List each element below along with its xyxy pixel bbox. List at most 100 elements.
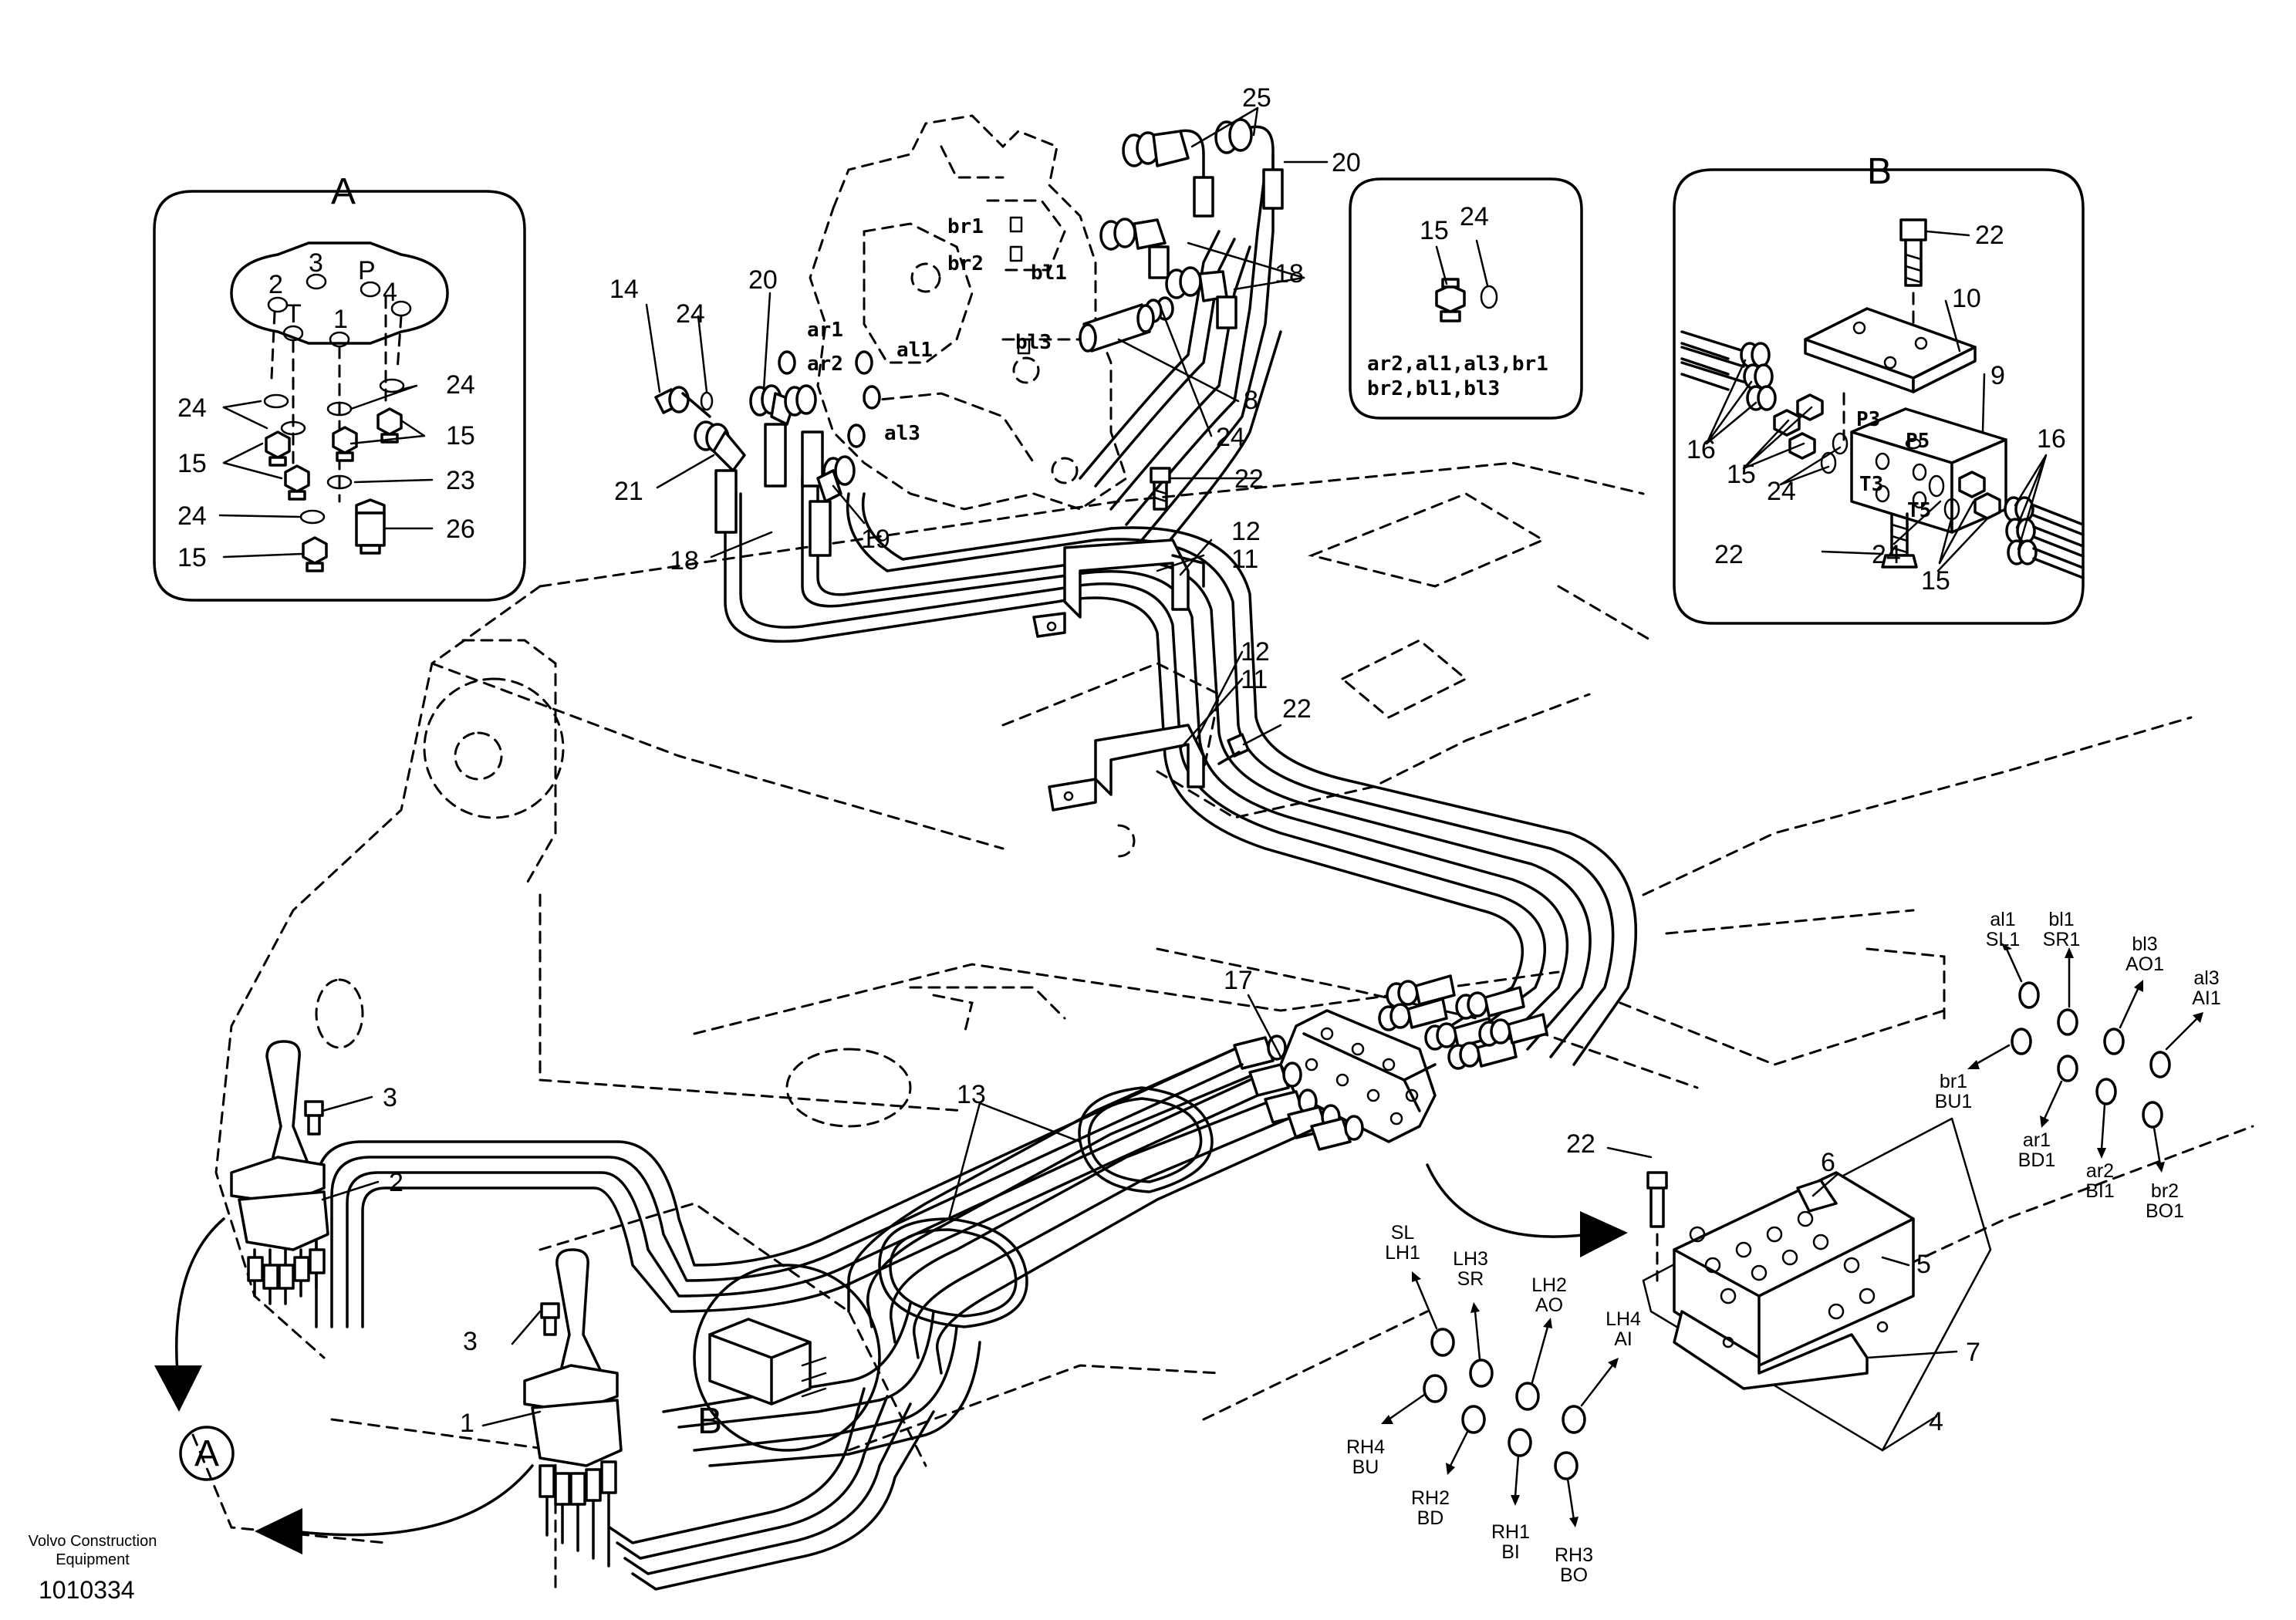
detail-a-callout-24-bottom: 24 xyxy=(177,501,207,531)
callout-6: 6 xyxy=(1821,1148,1835,1177)
detail-b-circle xyxy=(693,1264,881,1452)
callout-22-valve-block: 22 xyxy=(1566,1129,1595,1159)
detail-b-callout-15-left: 15 xyxy=(1727,460,1756,489)
code-ao: AO xyxy=(1535,1294,1563,1316)
detail-a-port-4: 4 xyxy=(383,278,397,307)
detail-a-port-3: 3 xyxy=(309,248,323,278)
view-marker-b-label: B xyxy=(697,1401,722,1442)
valve-left-fittings xyxy=(654,350,881,557)
joystick-right xyxy=(523,1248,623,1568)
valve-port-ar1: ar1 xyxy=(807,319,843,342)
code-ar1: ar1 xyxy=(2023,1129,2051,1151)
code-lh4: LH4 xyxy=(1606,1308,1641,1330)
code-bi1: BI1 xyxy=(2085,1180,2115,1202)
detail-a-fitting xyxy=(284,464,310,501)
main-callouts: 25 20 18 20 14 24 21 18 19 8 24 22 12 11… xyxy=(383,83,1980,1438)
bolt-22-middle xyxy=(1217,733,1250,765)
callout-4: 4 xyxy=(1929,1407,1943,1436)
valve-port-al1: al1 xyxy=(896,339,933,362)
detail-b-port-p5: P5 xyxy=(1906,430,1930,453)
hose-band-13-right xyxy=(1078,1086,1214,1193)
code-lh1: LH1 xyxy=(1385,1242,1420,1264)
bottom-port-rings xyxy=(1381,1271,1619,1527)
code-br1: br1 xyxy=(1940,1071,1967,1092)
code-al3: al3 xyxy=(2193,967,2219,989)
callout-24-right: 24 xyxy=(1216,423,1245,452)
callout-22-upper: 22 xyxy=(1234,464,1264,494)
callout-11-lower: 11 xyxy=(1241,665,1268,694)
footer: Volvo Construction Equipment 1010334 xyxy=(29,1533,157,1604)
code-lh3: LH3 xyxy=(1453,1248,1488,1270)
detail-b-callout-16-right: 16 xyxy=(2037,424,2066,454)
callout-22-middle: 22 xyxy=(1282,694,1312,724)
detail-b-callout-9: 9 xyxy=(1990,361,2005,390)
code-ao1: AO1 xyxy=(2125,953,2164,975)
detail-a-callout-24-right: 24 xyxy=(446,370,475,400)
detail-a-port-1: 1 xyxy=(333,305,348,334)
arrow-to-detail-a-left xyxy=(154,1217,225,1412)
right-port-codes: al1 SL1 bl1 SR1 bl3 AO1 al3 AI1 br1 BU1 … xyxy=(1935,909,2221,1222)
hose-clamp-upper xyxy=(1032,538,1205,638)
detail-b-callout-22-top: 22 xyxy=(1975,221,2004,250)
bolt-22-valve-block xyxy=(1646,1171,1668,1282)
detail-b-callout-15-right: 15 xyxy=(1921,566,1950,596)
pilot-hose-bundle-lower xyxy=(315,1048,1313,1591)
detail-a-callout-15-right: 15 xyxy=(446,421,475,451)
callout-12-lower: 12 xyxy=(1241,637,1270,667)
bolt-22-upper xyxy=(1150,467,1171,511)
valve-port-br1: br1 xyxy=(947,215,984,238)
arrow-to-detail-a-bottom xyxy=(255,1464,534,1554)
code-br2: br2 xyxy=(2151,1180,2179,1202)
valve-top-fittings xyxy=(1079,118,1284,353)
detail-a-port-t: T xyxy=(285,299,302,329)
detail-b-callout-16-left: 16 xyxy=(1687,435,1716,464)
detail-b-title: B xyxy=(1867,151,1892,192)
callout-13: 13 xyxy=(957,1080,986,1109)
detail-a-box xyxy=(153,190,526,602)
detail-a-callout-24-left: 24 xyxy=(177,393,207,423)
detail-b-callout-10: 10 xyxy=(1952,284,1981,313)
code-bl3: bl3 xyxy=(2132,933,2157,955)
valve-port-bl1: bl1 xyxy=(1031,262,1067,285)
callout-1: 1 xyxy=(460,1409,474,1438)
view-marker-a-label: A xyxy=(194,1433,219,1474)
callout-18-top: 18 xyxy=(1275,259,1304,289)
detail-b-port-p3: P3 xyxy=(1856,408,1880,431)
code-rh1: RH1 xyxy=(1491,1521,1530,1543)
callout-18-left: 18 xyxy=(670,546,699,575)
detail-a-title: A xyxy=(331,171,356,212)
detail-a-callout-15-bottom: 15 xyxy=(177,543,207,572)
right-port-rings xyxy=(1967,943,2203,1173)
valve-port-al3: al3 xyxy=(884,422,920,445)
detail-a-callout-26: 26 xyxy=(446,515,475,544)
code-bd: BD xyxy=(1417,1507,1444,1529)
callout-17: 17 xyxy=(1224,966,1253,995)
shuttle-valve-block-detail xyxy=(1642,1117,1992,1452)
callout-3-left: 3 xyxy=(383,1083,397,1112)
main-control-valve xyxy=(809,114,1128,511)
joystick-left-bolt-3 xyxy=(304,1100,324,1136)
detail-a-fitting xyxy=(332,426,358,462)
brand-line-2: Equipment xyxy=(56,1551,130,1568)
fitting-detail-callout-15: 15 xyxy=(1420,216,1449,245)
callout-2: 2 xyxy=(389,1168,403,1197)
fitting-detail-ports-line2: br2,bl1,bl3 xyxy=(1367,377,1500,400)
callout-7: 7 xyxy=(1966,1338,1980,1367)
joystick-left xyxy=(230,1040,329,1305)
valve-port-ar2: ar2 xyxy=(807,353,843,376)
code-sr1: SR1 xyxy=(2043,929,2081,950)
detail-b-port-t3: T3 xyxy=(1859,473,1883,496)
manifold-block xyxy=(1279,1009,1437,1143)
code-bl1: bl1 xyxy=(2048,909,2074,930)
callout-25: 25 xyxy=(1242,83,1271,113)
code-rh3: RH3 xyxy=(1555,1544,1593,1566)
bottom-port-codes: SL LH1 LH3 SR LH2 AO LH4 AI RH4 BU RH2 B… xyxy=(1346,1222,1641,1586)
view-marker-a: A xyxy=(179,1426,235,1481)
code-bo1: BO1 xyxy=(2146,1200,2184,1222)
code-al1: al1 xyxy=(1990,909,2015,930)
main-orings xyxy=(700,391,714,411)
fitting-detail-callout-24: 24 xyxy=(1460,202,1489,231)
code-bi: BI xyxy=(1501,1541,1520,1563)
detail-a-fitting xyxy=(302,536,328,572)
